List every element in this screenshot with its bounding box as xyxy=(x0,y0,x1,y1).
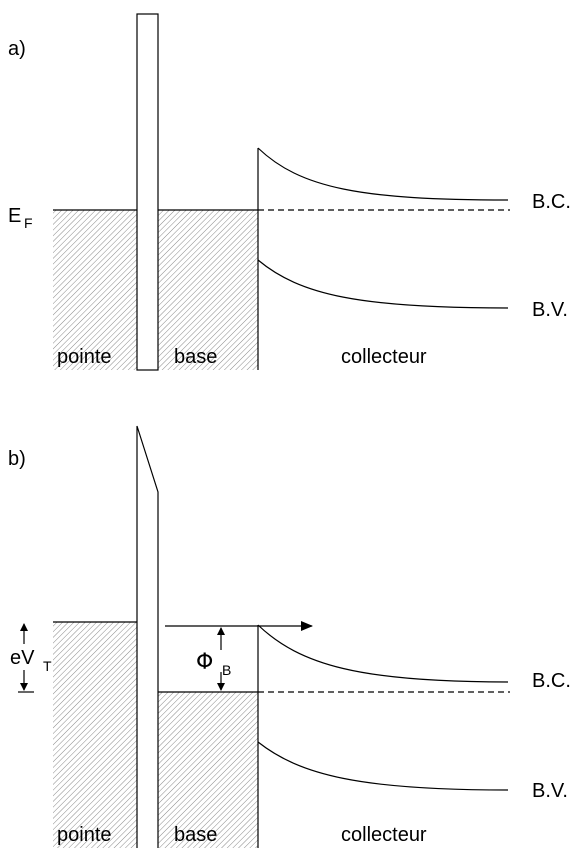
valence-band-curve xyxy=(257,259,509,309)
collector-region-label: collecteur xyxy=(341,346,427,368)
conduction-band-curve xyxy=(257,624,509,683)
base-region-label: base xyxy=(174,824,217,846)
fermi-level-label: E xyxy=(8,205,21,227)
fermi-level-subscript: F xyxy=(24,215,33,231)
tip-voltage-subscript: T xyxy=(43,658,52,674)
panel-b-label: b) xyxy=(8,448,26,470)
tip-region-label: pointe xyxy=(57,346,112,368)
tip-filled-states xyxy=(53,622,137,848)
collector-region-label: collecteur xyxy=(341,824,427,846)
tip-filled-states xyxy=(53,210,137,370)
conduction-band-curve xyxy=(257,147,509,201)
barrier-height-label: Φ xyxy=(196,650,213,675)
tip-voltage-label: eV xyxy=(10,647,35,669)
base-region-label: base xyxy=(174,346,217,368)
tunnel-barrier xyxy=(136,425,159,848)
panel-b: b) eV T Φ B B.C. B.V. point xyxy=(8,425,571,848)
tunnel-barrier xyxy=(136,13,159,371)
panel-a-label: a) xyxy=(8,38,26,60)
valence-band-curve xyxy=(257,741,509,791)
valence-band-label: B.V. xyxy=(532,780,568,802)
conduction-band-label: B.C. xyxy=(532,191,571,213)
panel-a: a) E F B.C. B.V. pointe base collecteur xyxy=(8,13,571,371)
barrier-height-subscript: B xyxy=(222,662,231,678)
base-filled-states xyxy=(158,210,258,370)
conduction-band-label: B.C. xyxy=(532,670,571,692)
base-filled-states xyxy=(158,692,258,848)
tip-region-label: pointe xyxy=(57,824,112,846)
valence-band-label: B.V. xyxy=(532,299,568,321)
